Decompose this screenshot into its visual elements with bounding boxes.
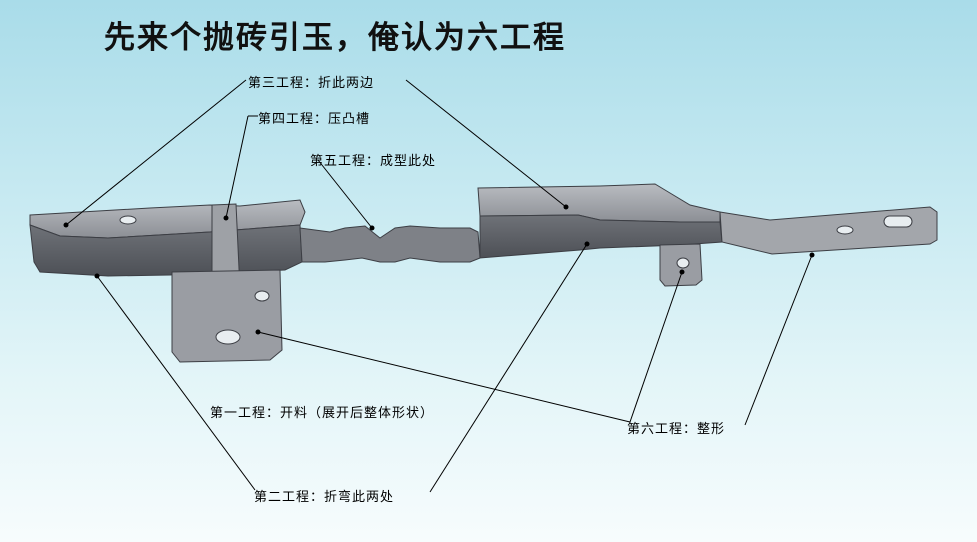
hole [215, 329, 241, 345]
label-step2: 第二工程：折弯此两处 [254, 490, 395, 505]
hole [836, 225, 854, 235]
label-step6: 第六工程：整形 [627, 422, 726, 437]
label-step3: 第三工程：折此两边 [248, 76, 375, 91]
slot-hole [883, 215, 913, 228]
label-step1: 第一工程：开料（展开后整体形状） [210, 406, 435, 421]
label-step5: 第五工程：成型此处 [310, 154, 437, 169]
leader-lines [63, 79, 815, 493]
right-arm [719, 206, 938, 255]
label-step4: 第四工程：压凸槽 [258, 112, 371, 127]
hole [254, 290, 270, 302]
page-title: 先来个抛砖引玉，俺认为六工程 [104, 20, 566, 56]
hole [676, 257, 690, 269]
metal-part [29, 183, 938, 363]
hole [119, 215, 137, 225]
lower-tab [171, 269, 283, 363]
formed-bend-section [299, 225, 481, 263]
